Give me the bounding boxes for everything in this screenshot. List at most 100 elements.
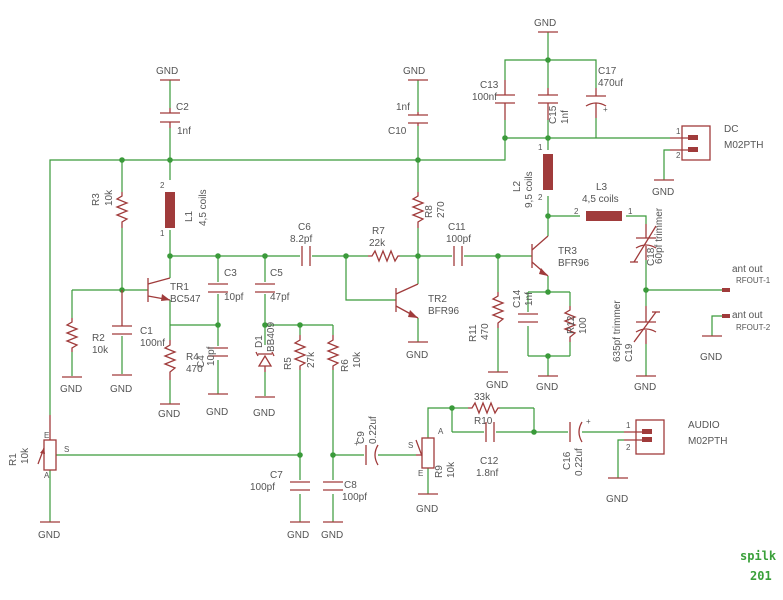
r12-value: 100 xyxy=(578,317,589,334)
capacitor-c16: + C16 0.22uf xyxy=(562,417,591,476)
audio-type: M02PTH xyxy=(688,436,727,447)
resistor-r2: R2 10k xyxy=(65,318,109,356)
gnd-audio: GND xyxy=(606,477,628,505)
capacitor-c2: C2 1nf xyxy=(160,102,191,137)
capacitor-c5: C5 47pf xyxy=(255,268,290,303)
c9-ref: C9 xyxy=(356,431,367,444)
c8-ref: C8 xyxy=(344,480,357,491)
capacitor-c14: C14 1nf xyxy=(512,289,538,323)
signature-name: spilk xyxy=(740,549,777,563)
transistor-tr1: TR1 BC547 xyxy=(147,277,201,305)
c6-ref: C6 xyxy=(298,222,311,233)
connector-dc: 1 2 DC M02PTH xyxy=(670,124,763,161)
capacitor-c12: C12 1.8nf xyxy=(476,422,499,479)
r5-value: 27k xyxy=(306,351,317,368)
svg-text:1: 1 xyxy=(676,127,681,136)
ground-symbols: GND GND GND GND GND GND GND GND GND GND … xyxy=(38,18,722,541)
svg-text:GND: GND xyxy=(253,408,275,419)
c19-ref: C19 xyxy=(624,343,635,362)
resistor-r12: R12 100 xyxy=(563,306,589,342)
l2-value: 9,5 coils xyxy=(524,171,535,208)
svg-text:GND: GND xyxy=(156,66,178,77)
gnd-c7: GND xyxy=(287,521,310,541)
svg-text:GND: GND xyxy=(287,530,309,541)
inductor-l1: 2 1 L1 4,5 coils xyxy=(160,181,209,238)
svg-text:GND: GND xyxy=(534,18,556,29)
audio-name: AUDIO xyxy=(688,420,720,431)
resistor-r7: R7 22k xyxy=(368,226,400,263)
svg-text:GND: GND xyxy=(406,350,428,361)
c11-ref: C11 xyxy=(448,222,466,233)
c6-value: 8.2pf xyxy=(290,234,312,245)
svg-text:E: E xyxy=(418,469,423,478)
c17-value: 470uf xyxy=(598,78,623,89)
gnd-c8: GND xyxy=(321,521,343,541)
c10-ref: C10 xyxy=(388,126,407,137)
dc-name: DC xyxy=(724,124,738,135)
c1-value: 100nf xyxy=(140,338,165,349)
c5-value: 47pf xyxy=(270,292,290,303)
potentiometer-r1: E A S R1 10k xyxy=(8,415,69,480)
svg-text:GND: GND xyxy=(38,530,60,541)
svg-text:GND: GND xyxy=(634,382,656,393)
tr3-value: BFR96 xyxy=(558,258,590,269)
svg-text:1: 1 xyxy=(626,421,631,430)
resistor-r10: 33k R10 xyxy=(468,392,500,427)
c2-value: 1nf xyxy=(177,126,191,137)
svg-text:GND: GND xyxy=(606,494,628,505)
l2-ref: L2 xyxy=(512,180,523,192)
wires xyxy=(49,32,722,522)
c9-value: 0.22uf xyxy=(368,416,379,444)
r10-value: 33k xyxy=(474,392,491,403)
diode-d1: D1 BB409 xyxy=(254,322,277,372)
svg-text:GND: GND xyxy=(206,407,228,418)
resistor-r5: R5 27k xyxy=(283,335,317,370)
capacitor-c3: C3 10pf xyxy=(208,268,244,303)
transistor-tr2: TR2 BFR96 xyxy=(395,283,460,319)
c3-value: 10pf xyxy=(224,292,244,303)
d1-value: BB409 xyxy=(266,322,277,352)
l1-value: 4,5 coils xyxy=(198,189,209,226)
r3-value: 10k xyxy=(104,189,115,206)
capacitor-c8: C8 100pf xyxy=(323,480,367,503)
gnd-c2: GND xyxy=(156,66,180,81)
capacitor-c11: C11 100pf xyxy=(446,222,471,266)
capacitor-c10: 1nf C10 xyxy=(388,102,428,137)
r8-ref: R8 xyxy=(424,205,435,218)
svg-text:GND: GND xyxy=(60,384,82,395)
svg-text:GND: GND xyxy=(416,504,438,515)
c8-value: 100pf xyxy=(342,492,367,503)
r9-value: 10k xyxy=(446,461,457,478)
gnd-d1: GND xyxy=(253,396,275,419)
capacitor-c4: C4 10pf xyxy=(196,346,228,368)
capacitor-c17: + C17 470uf xyxy=(585,66,623,118)
c17-ref: C17 xyxy=(598,66,617,77)
gnd-dc: GND xyxy=(652,179,674,198)
r12-ref: R12 xyxy=(566,315,577,334)
gnd-tr3: GND xyxy=(536,375,558,393)
r7-ref: R7 xyxy=(372,226,385,237)
l3-ref: L3 xyxy=(596,182,608,193)
signature-year: 201 xyxy=(750,569,772,583)
capacitor-c1: C1 100nf xyxy=(112,290,165,349)
l3-value: 4,5 coils xyxy=(582,194,619,205)
r11-value: 470 xyxy=(480,323,491,340)
svg-text:A: A xyxy=(44,471,50,480)
c14-value: 1nf xyxy=(524,292,535,306)
capacitor-c6: C6 8.2pf xyxy=(290,222,312,266)
r5-ref: R5 xyxy=(283,357,294,370)
c13-value: 100nf xyxy=(472,92,497,103)
capacitor-c15: C15 1nf xyxy=(538,88,571,124)
r1-ref: R1 xyxy=(8,453,19,466)
c12-ref: C12 xyxy=(480,456,499,467)
c15-ref: C15 xyxy=(548,105,559,124)
c3-ref: C3 xyxy=(224,268,237,279)
c4-ref: C4 xyxy=(196,355,207,368)
c18-value: 60pf trimmer xyxy=(654,207,665,264)
gnd-r1: GND xyxy=(38,521,60,541)
c16-value: 0.22uf xyxy=(574,448,585,476)
gnd-rfout2: GND xyxy=(700,335,722,363)
r6-value: 10k xyxy=(352,351,363,368)
potentiometer-r9: S A E R9 10k xyxy=(408,427,457,478)
